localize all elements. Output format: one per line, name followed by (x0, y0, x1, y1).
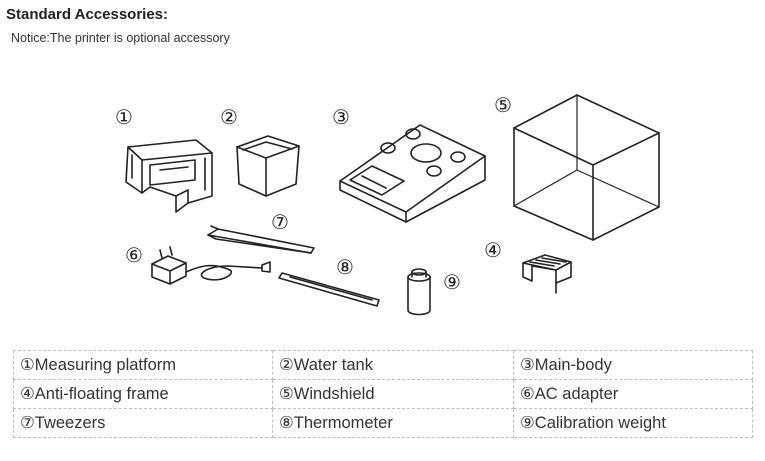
table-row: ⑦Tweezers ⑧Thermometer ⑨Calibration weig… (13, 408, 753, 438)
accessories-illustration: ① ② ③ ④ ⑤ ⑥ ⑦ ⑧ ⑨ (115, 93, 660, 316)
anti-floating-frame-icon (522, 254, 572, 294)
table-cell: ⑧Thermometer (272, 408, 514, 438)
figure-labels: ① ② ③ ④ ⑤ ⑥ ⑦ ⑧ ⑨ (115, 93, 512, 294)
main-body-icon (339, 124, 486, 223)
ac-adapter-icon (151, 246, 271, 285)
water-tank-icon (236, 135, 300, 197)
table-cell: ④Anti-floating frame (13, 379, 273, 409)
windshield-icon (513, 94, 660, 241)
measuring-platform-icon (125, 139, 213, 213)
table-cell: ⑦Tweezers (13, 408, 273, 438)
figure-label-4: ④ (484, 238, 502, 262)
calibration-weight-icon (407, 268, 431, 316)
table-cell: ①Measuring platform (13, 350, 273, 380)
thermometer-icon (278, 272, 380, 307)
page-title: Standard Accessories: (6, 6, 169, 23)
table-row: ④Anti-floating frame ⑤Windshield ⑥AC ada… (13, 379, 753, 409)
accessories-table: ①Measuring platform ②Water tank ③Main-bo… (13, 350, 753, 438)
tweezers-icon (207, 225, 315, 254)
figure-label-8: ⑧ (336, 255, 354, 279)
table-row: ①Measuring platform ②Water tank ③Main-bo… (13, 350, 753, 380)
notice-text: Notice:The printer is optional accessory (11, 31, 230, 45)
table-cell: ③Main-body (513, 350, 753, 380)
table-cell: ⑥AC adapter (513, 379, 753, 409)
table-cell: ⑨Calibration weight (513, 408, 753, 438)
figure-label-9: ⑨ (443, 270, 461, 294)
figure-label-7: ⑦ (271, 210, 289, 234)
figure-label-5: ⑤ (494, 93, 512, 117)
table-cell: ⑤Windshield (272, 379, 514, 409)
figure-label-6: ⑥ (125, 243, 143, 267)
figure-label-2: ② (220, 105, 238, 129)
figure-label-1: ① (115, 105, 133, 129)
table-cell: ②Water tank (272, 350, 514, 380)
figure-label-3: ③ (332, 105, 350, 129)
